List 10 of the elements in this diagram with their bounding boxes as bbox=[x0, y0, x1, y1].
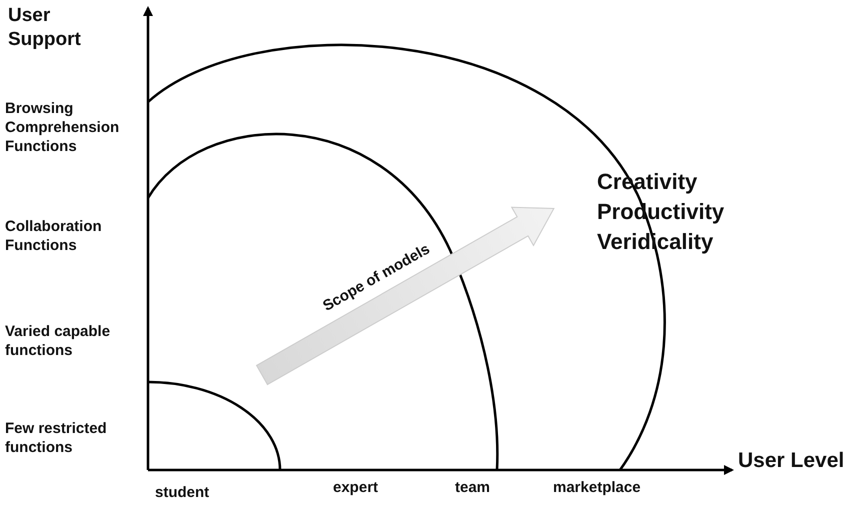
axis-label: Collaboration Functions bbox=[5, 218, 103, 256]
axis-title: User Support bbox=[8, 4, 82, 52]
axis-label: Varied capable functions bbox=[5, 323, 112, 360]
axis-label: Few restricted functions bbox=[5, 420, 108, 458]
axis-title: User Level bbox=[738, 448, 844, 474]
tick-label: expert bbox=[333, 479, 378, 498]
tick-label: marketplace bbox=[553, 479, 641, 498]
tick-label: student bbox=[155, 484, 210, 503]
axis-label: Browsing Comprehension Functions bbox=[5, 100, 120, 156]
tick-label: team bbox=[455, 479, 490, 498]
